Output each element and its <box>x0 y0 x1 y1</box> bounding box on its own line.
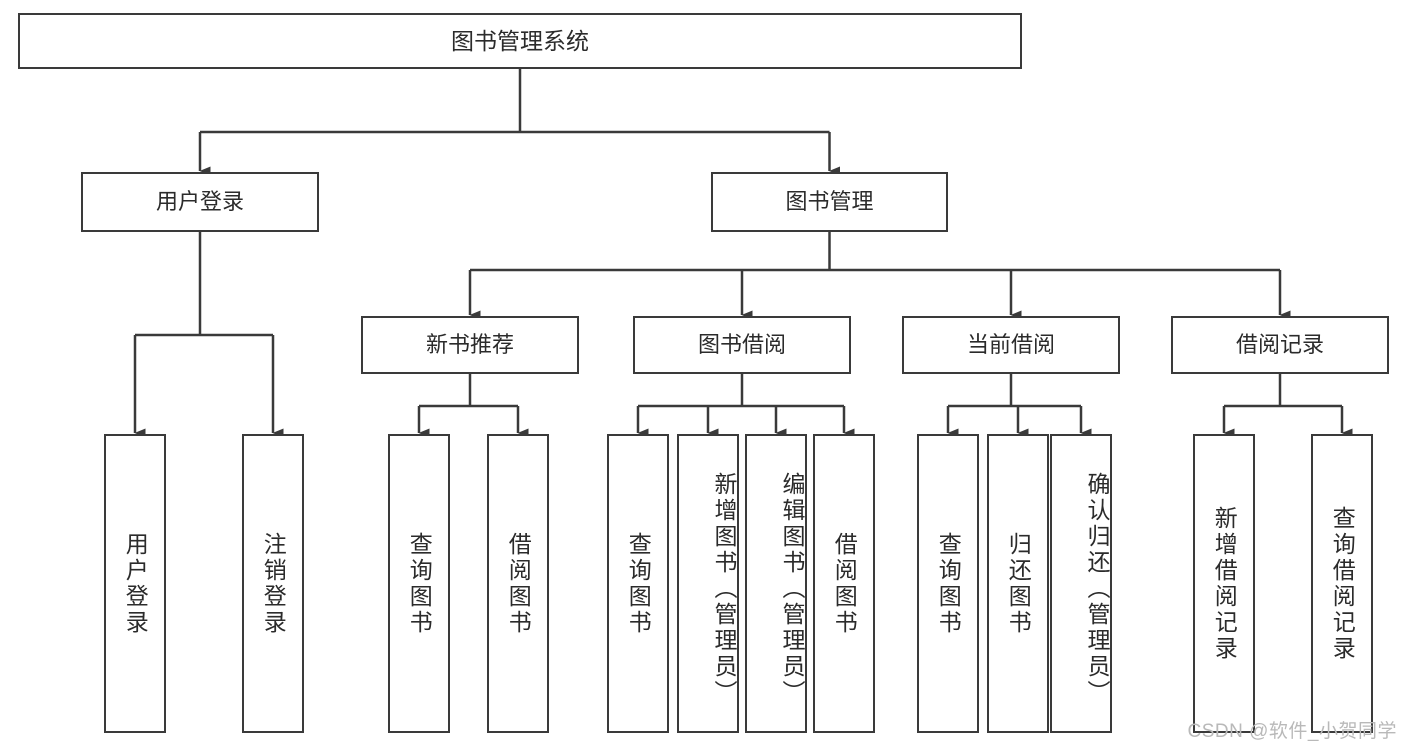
node-leaf-user-logout[interactable]: 注销登录 <box>242 434 304 733</box>
node-leaf-query-book-current[interactable]: 查询图书 <box>917 434 979 733</box>
node-label: 借阅记录 <box>1235 332 1324 358</box>
node-leaf-query-book-new[interactable]: 查询图书 <box>388 434 450 733</box>
node-current[interactable]: 当前借阅 <box>902 316 1120 374</box>
node-leaf-query-book-borrow[interactable]: 查询图书 <box>607 434 669 733</box>
node-label: 新书推荐 <box>425 332 514 358</box>
node-leaf-user-login[interactable]: 用户登录 <box>104 434 166 733</box>
node-root[interactable]: 图书管理系统 <box>18 13 1022 69</box>
node-leaf-borrow-book[interactable]: 借阅图书 <box>813 434 875 733</box>
node-newbook[interactable]: 新书推荐 <box>361 316 579 374</box>
node-records[interactable]: 借阅记录 <box>1171 316 1389 374</box>
node-label: 确认归还（管理员） <box>1084 471 1110 706</box>
watermark: CSDN @软件_小贺同学 <box>1187 721 1397 742</box>
node-leaf-return-book[interactable]: 归还图书 <box>987 434 1049 733</box>
node-leaf-borrow-book-new[interactable]: 借阅图书 <box>487 434 549 733</box>
node-label: 注销登录 <box>260 531 287 636</box>
node-leaf-query-record[interactable]: 查询借阅记录 <box>1311 434 1373 733</box>
node-leaf-add-record[interactable]: 新增借阅记录 <box>1193 434 1255 733</box>
node-label: 用户登录 <box>122 531 149 636</box>
node-label: 查询图书 <box>625 531 652 636</box>
node-label: 新增图书（管理员） <box>711 471 737 706</box>
node-label: 新增借阅记录 <box>1211 505 1238 662</box>
node-label: 查询图书 <box>406 531 433 636</box>
node-label: 图书借阅 <box>697 332 786 358</box>
node-label: 查询借阅记录 <box>1329 505 1356 662</box>
node-bookmgmt[interactable]: 图书管理 <box>711 172 948 232</box>
node-borrow[interactable]: 图书借阅 <box>633 316 851 374</box>
node-leaf-confirm-return[interactable]: 确认归还（管理员） <box>1050 434 1112 733</box>
node-label: 用户登录 <box>155 189 244 215</box>
node-label: 图书管理 <box>785 189 874 215</box>
node-label: 借阅图书 <box>505 531 532 636</box>
node-label: 图书管理系统 <box>451 27 589 54</box>
node-label: 查询图书 <box>935 531 962 636</box>
node-label: 归还图书 <box>1005 531 1032 636</box>
node-label: 当前借阅 <box>966 332 1055 358</box>
node-leaf-add-book[interactable]: 新增图书（管理员） <box>677 434 739 733</box>
node-label: 借阅图书 <box>831 531 858 636</box>
node-leaf-edit-book[interactable]: 编辑图书（管理员） <box>745 434 807 733</box>
node-login[interactable]: 用户登录 <box>81 172 319 232</box>
node-label: 编辑图书（管理员） <box>779 471 805 706</box>
